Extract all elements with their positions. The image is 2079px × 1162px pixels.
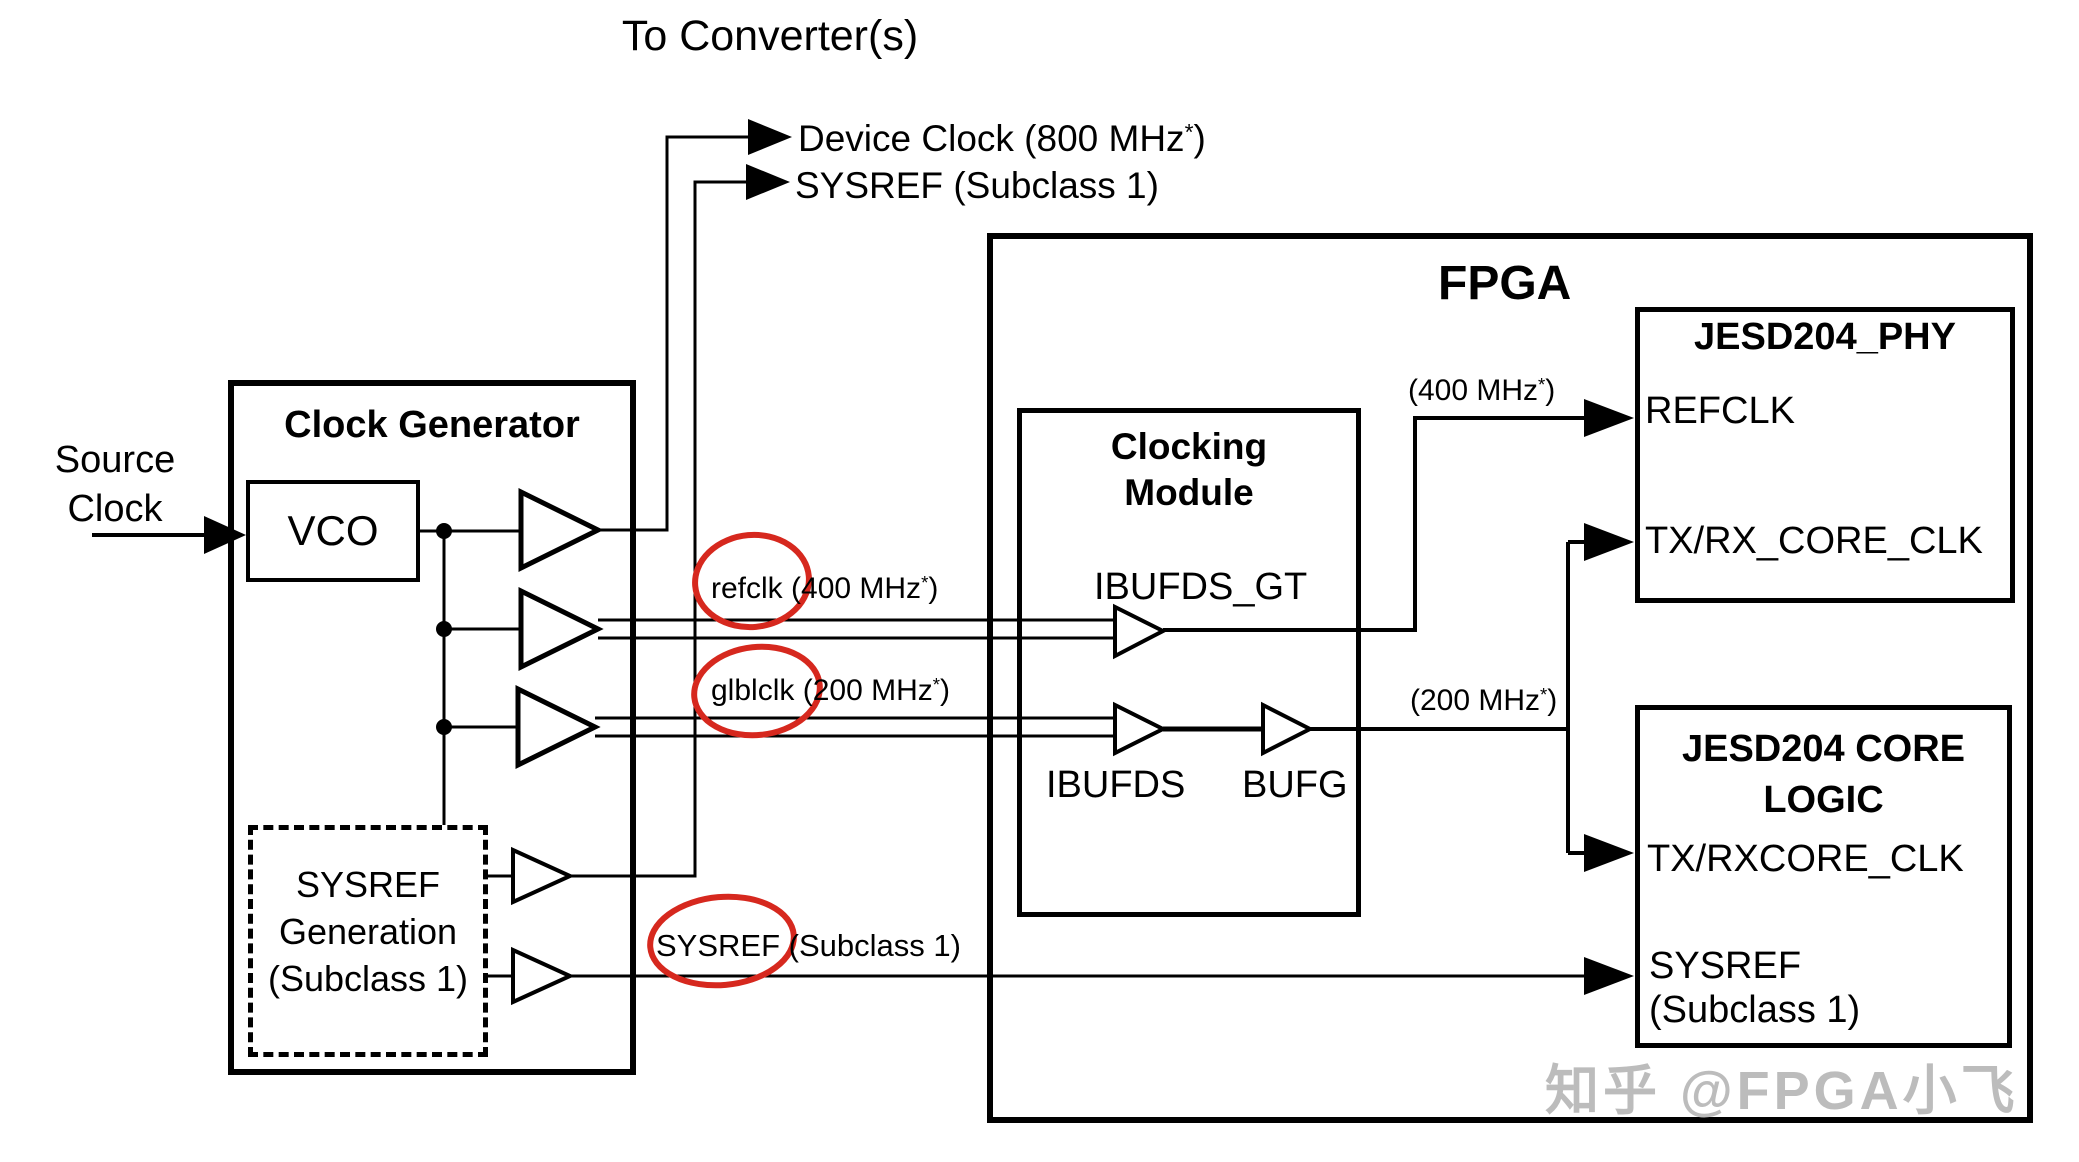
txrxcore-clk-port-label: TX/RXCORE_CLK xyxy=(1647,838,1964,880)
glblclk-annotation-label: glblclk (200 MHz*) xyxy=(711,673,950,707)
ibufds-buffer-icon xyxy=(1113,701,1168,757)
junction-dot-icon xyxy=(436,523,452,539)
refclk-port-arrowhead-icon xyxy=(1584,399,1634,437)
junction-dots xyxy=(436,523,452,735)
sysref-to-converter-wire xyxy=(570,180,748,878)
ibufds-gt-label: IBUFDS_GT xyxy=(1094,566,1308,608)
vco-label: VCO xyxy=(287,507,379,554)
page-title: To Converter(s) xyxy=(621,12,919,60)
sysref-buffer-top-icon xyxy=(511,846,575,906)
sysref-converter-arrowhead-icon xyxy=(746,164,790,200)
txrx-core-clk-port-label: TX/RX_CORE_CLK xyxy=(1645,520,1983,562)
freq-200-label: (200 MHz*) xyxy=(1410,683,1558,717)
clocking-module-box xyxy=(1017,408,1361,917)
freq-400-label: (400 MHz*) xyxy=(1408,373,1556,407)
phy-coreclk-arrowhead-icon xyxy=(1584,523,1634,561)
junction-dot-icon xyxy=(436,719,452,735)
jesd204-core-logic-box xyxy=(1635,705,2012,1048)
glblclk-red-circle-icon xyxy=(691,643,823,739)
buffer-triangles xyxy=(511,487,1315,1006)
sysref-annotation-label: SYSREF (Subclass 1) xyxy=(656,928,961,963)
jesd204-phy-title: JESD204_PHY xyxy=(1694,316,1956,358)
signal-wires xyxy=(92,135,1586,978)
sysref-port-label: SYSREF(Subclass 1) xyxy=(1649,945,1861,1032)
ibufds-label: IBUFDS xyxy=(1046,764,1186,806)
refclk-annotation-label: refclk (400 MHz*) xyxy=(711,571,939,605)
fpga-title: FPGA xyxy=(1438,257,1572,310)
ibufds-gt-to-refclk-wire xyxy=(1163,416,1586,632)
device-clock-buffer-icon xyxy=(518,487,604,573)
device-clock-arrowhead-icon xyxy=(748,119,792,155)
ibufds-gt-buffer-icon xyxy=(1113,603,1168,660)
bufg-label: BUFG xyxy=(1242,764,1348,806)
sysref-red-circle-icon xyxy=(647,893,797,989)
refclk-red-circle-icon xyxy=(692,531,812,631)
arrowheads xyxy=(204,119,1634,995)
source-clock-arrowhead-icon xyxy=(204,516,246,554)
jesd204-phy-box xyxy=(1635,307,2015,603)
refclk-buffer-icon xyxy=(518,586,604,672)
refclk-port-label: REFCLK xyxy=(1645,390,1795,432)
sysref-output-label: SYSREF (Subclass 1) xyxy=(795,165,1159,206)
sysref-buffer-bottom-icon xyxy=(511,946,575,1006)
red-annotations xyxy=(647,531,823,989)
junction-dot-icon xyxy=(436,621,452,637)
sysref-generation-box xyxy=(248,825,488,1057)
logic-coreclk-arrowhead-icon xyxy=(1584,834,1634,872)
vco-box: VCO xyxy=(246,480,420,582)
device-clock-output-label: Device Clock (800 MHz*) xyxy=(798,118,1206,159)
watermark: 知乎 @FPGA小飞 xyxy=(1545,1061,2019,1121)
device-clock-wire xyxy=(598,135,750,532)
glblclk-buffer-icon xyxy=(515,684,601,770)
clock-generator-title: Clock Generator xyxy=(284,404,580,446)
bufg-buffer-icon xyxy=(1261,701,1315,757)
sysref-port-arrowhead-icon xyxy=(1584,957,1634,995)
